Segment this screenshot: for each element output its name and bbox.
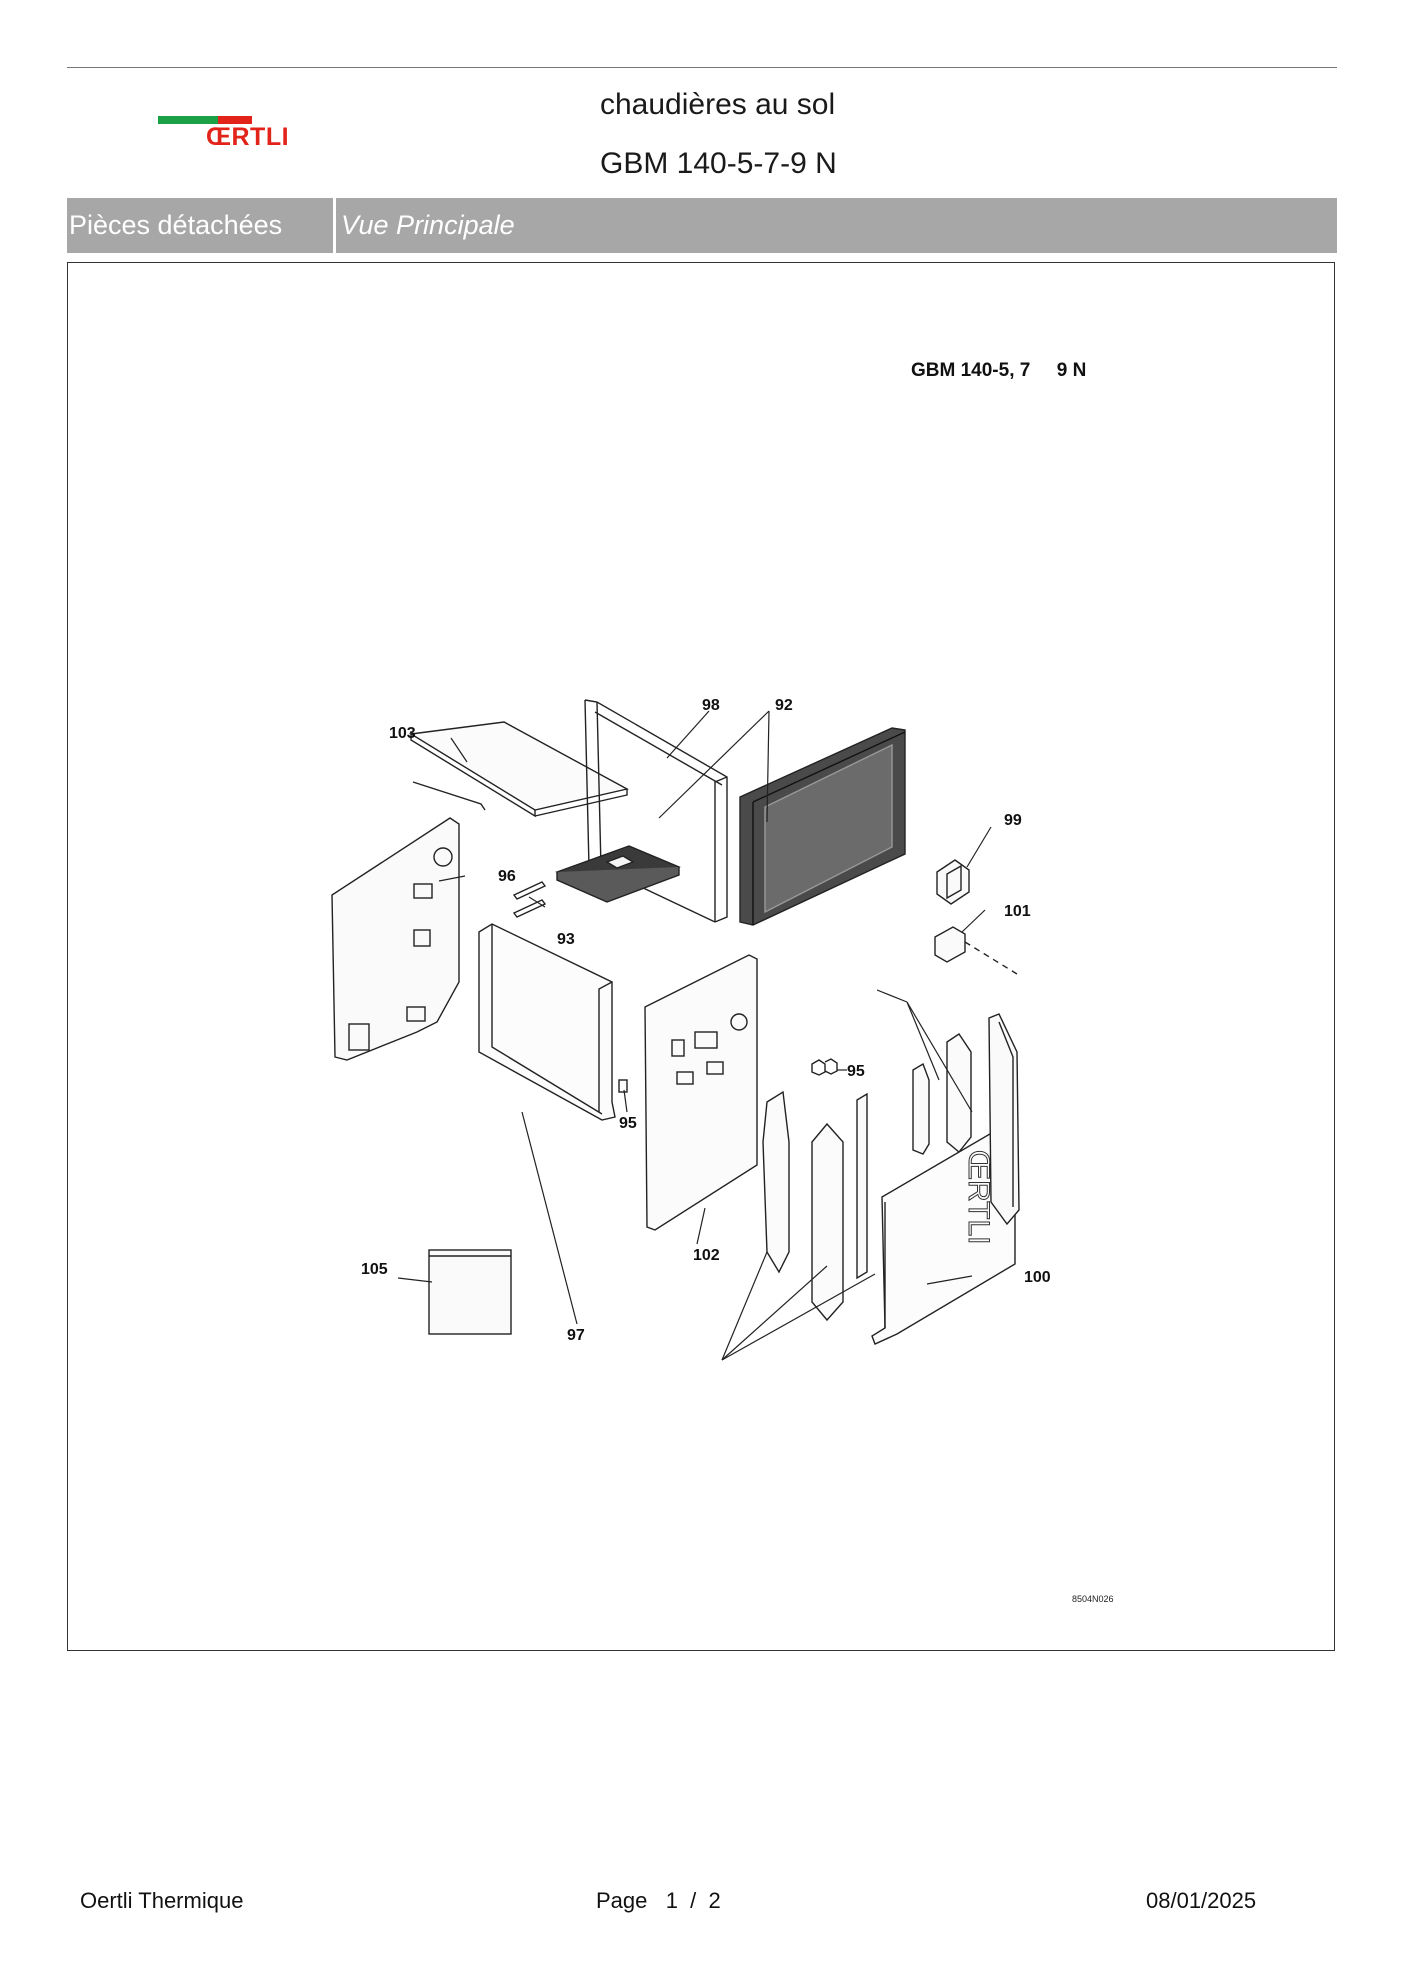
label-100: 100: [1024, 1269, 1051, 1286]
part-92-insulation-pad: [555, 845, 681, 903]
oertli-logo: ŒRTLI: [156, 112, 306, 152]
label-93: 93: [557, 931, 575, 948]
logo-green-bar: [158, 116, 218, 124]
part-95-clip-left: [618, 1079, 628, 1093]
logo-red-bar: [218, 116, 252, 124]
document-title: chaudières au sol: [600, 88, 836, 121]
header-rule: [67, 67, 1337, 68]
footer-date: 08/01/2025: [1146, 1888, 1257, 1913]
document-subtitle: GBM 140-5-7-9 N: [600, 147, 837, 180]
label-102: 102: [693, 1247, 720, 1264]
diagram-model-label: GBM 140-5, 7 9 N: [911, 360, 1086, 381]
part-right-bracket: [988, 1013, 1020, 1226]
part-105-bag: [428, 1249, 512, 1335]
drawing-code: 8504N026: [1072, 1594, 1114, 1604]
label-95-right: 95: [847, 1063, 865, 1080]
label-98: 98: [702, 697, 720, 714]
logo-text: ŒRTLI: [206, 123, 290, 151]
part-99-fitting: [936, 859, 970, 905]
label-105: 105: [361, 1261, 388, 1278]
panel-brand-text: ŒRTLI: [962, 1150, 995, 1244]
part-92-insulation-panel: [739, 727, 906, 926]
part-side-uprights: [762, 1033, 972, 1322]
part-93-clips: [512, 881, 547, 918]
part-97-front-panel: [478, 923, 616, 1121]
section-label: Pièces détachées: [69, 210, 283, 240]
section-bar: Pièces détachées Vue Principale: [67, 198, 1337, 253]
part-101-fitting: [934, 926, 1018, 975]
label-95-left: 95: [619, 1115, 637, 1132]
leader-lines: [397, 710, 992, 1361]
label-103: 103: [389, 725, 416, 742]
part-96-side-panel: [331, 817, 460, 1061]
footer-company: Oertli Thermique: [80, 1888, 244, 1913]
view-label: Vue Principale: [341, 210, 515, 240]
label-99: 99: [1004, 812, 1022, 829]
label-101: 101: [1004, 903, 1031, 920]
section-divider: [333, 198, 336, 253]
label-96: 96: [498, 868, 516, 885]
part-103-top-panel: [408, 721, 629, 818]
label-97: 97: [567, 1327, 585, 1344]
part-102-control-panel: [644, 954, 758, 1231]
exploded-view-diagram: 103 98 92 99 96 101 93 95 95 102 105 97 …: [331, 360, 1114, 1604]
diagram-frame: [67, 262, 1335, 1651]
part-95-clip-right: [811, 1058, 838, 1076]
footer-page: Page 1 / 2: [596, 1888, 721, 1913]
label-92: 92: [775, 697, 793, 714]
